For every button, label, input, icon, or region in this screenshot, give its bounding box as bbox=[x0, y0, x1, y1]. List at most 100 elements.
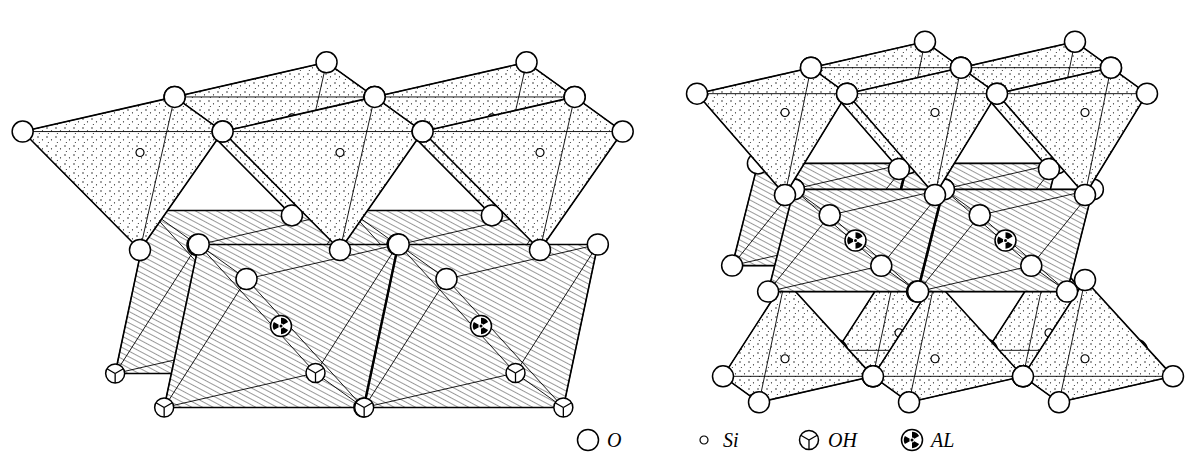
hydroxyl-mark bbox=[515, 373, 516, 383]
si-atom bbox=[931, 355, 939, 363]
atom-circle bbox=[819, 205, 840, 226]
tetrahedron bbox=[12, 86, 233, 260]
atom-circle bbox=[316, 52, 337, 73]
polyhedron-edge bbox=[199, 245, 316, 374]
o-atom bbox=[758, 281, 779, 302]
o-atom bbox=[364, 86, 385, 107]
atom-circle bbox=[516, 52, 537, 73]
aluminium-core bbox=[911, 439, 914, 442]
hydroxyl-mark bbox=[563, 403, 571, 408]
o-atom bbox=[578, 430, 599, 451]
polyhedron-edge bbox=[364, 279, 446, 408]
o-atom bbox=[775, 185, 796, 206]
polyhedron-edge bbox=[364, 373, 515, 408]
si-atom bbox=[336, 149, 344, 157]
atom-circle bbox=[995, 230, 1016, 251]
silicon-atom-circle bbox=[931, 355, 939, 363]
silicon-atom-circle bbox=[700, 436, 708, 444]
atom-circle bbox=[1049, 392, 1070, 413]
polyhedron-face bbox=[697, 68, 847, 195]
polyhedron-edge bbox=[794, 189, 943, 190]
silicon-atom-circle bbox=[536, 149, 544, 157]
oh-atom bbox=[506, 364, 525, 383]
polyhedron-edge bbox=[164, 373, 315, 408]
polyhedron-edge bbox=[732, 163, 758, 265]
atom-circle bbox=[471, 316, 492, 337]
polyhedron-edge bbox=[247, 245, 398, 280]
polyhedron-edge bbox=[768, 266, 881, 292]
polyhedron-edge bbox=[23, 132, 140, 250]
atom-circle bbox=[862, 366, 883, 387]
polyhedron-edge bbox=[847, 68, 961, 94]
si-atom bbox=[781, 109, 789, 117]
polyhedron-edge bbox=[961, 67, 1111, 68]
polyhedron-edge bbox=[375, 62, 527, 97]
atom-circle bbox=[899, 392, 920, 413]
atom-circle bbox=[506, 364, 525, 383]
atom-circle bbox=[354, 398, 373, 417]
o-atom bbox=[387, 234, 408, 255]
atom-circle bbox=[306, 364, 325, 383]
legend-item: O bbox=[576, 427, 621, 453]
atom-circle bbox=[1012, 366, 1033, 387]
aluminium-sector bbox=[904, 436, 910, 444]
atom-circle bbox=[355, 398, 374, 417]
aluminium-core bbox=[280, 325, 283, 328]
aluminium-sector bbox=[847, 236, 853, 244]
tetrahedron bbox=[212, 86, 433, 260]
polyhedron-face bbox=[23, 97, 223, 250]
atom-circle bbox=[554, 398, 573, 417]
atom-circle bbox=[436, 269, 457, 290]
polyhedron-edge bbox=[540, 132, 623, 250]
polyhedron-edge bbox=[399, 245, 516, 374]
silicon-atom-circle bbox=[1081, 109, 1089, 117]
oh-atom bbox=[306, 364, 325, 383]
o-atom bbox=[1021, 255, 1042, 276]
o-atom bbox=[1162, 366, 1183, 387]
polyhedron-edge bbox=[980, 215, 1067, 291]
atom-circle bbox=[801, 57, 822, 78]
polyhedron-edge bbox=[785, 94, 847, 195]
polyhedron-edge bbox=[23, 131, 223, 132]
o-atom bbox=[412, 121, 433, 142]
atom-circle bbox=[845, 230, 866, 251]
atom-circle bbox=[1162, 366, 1183, 387]
hydroxyl-mark bbox=[316, 368, 324, 373]
si-atom bbox=[1081, 355, 1089, 363]
o-atom bbox=[364, 86, 385, 107]
tetrahedron bbox=[837, 57, 1008, 205]
polyhedron-edge bbox=[375, 96, 575, 97]
polyhedron-edge bbox=[935, 68, 961, 195]
atom-circle bbox=[871, 255, 892, 276]
legend-text: Si bbox=[723, 430, 739, 450]
polyhedron-edge bbox=[794, 189, 881, 265]
polyhedron-face bbox=[847, 68, 997, 195]
polyhedron-edge bbox=[223, 97, 375, 132]
tetrahedron bbox=[987, 57, 1158, 205]
atom-circle bbox=[1064, 31, 1085, 52]
legend-symbol bbox=[797, 428, 821, 452]
o-atom bbox=[800, 57, 821, 78]
octahedron bbox=[908, 179, 1104, 302]
polyhedron-edge bbox=[811, 67, 961, 68]
o-atom bbox=[130, 240, 151, 261]
o-atom bbox=[969, 205, 990, 226]
legend-text: O bbox=[607, 430, 621, 450]
o-atom bbox=[749, 392, 770, 413]
si-atom bbox=[136, 149, 144, 157]
polyhedron-edge bbox=[873, 280, 935, 376]
hydroxyl-mark bbox=[809, 435, 817, 440]
o-atom bbox=[871, 255, 892, 276]
polyhedron-edge bbox=[247, 279, 364, 408]
polyhedron-edge bbox=[399, 244, 598, 245]
atom-circle bbox=[364, 86, 385, 107]
atom-circle bbox=[212, 121, 233, 142]
o-atom bbox=[687, 83, 708, 104]
o-atom bbox=[516, 52, 537, 73]
o-atom bbox=[950, 57, 971, 78]
atom-circle bbox=[837, 83, 858, 104]
o-atom bbox=[863, 366, 884, 387]
o-atom bbox=[436, 269, 457, 290]
atom-circle bbox=[330, 240, 351, 261]
